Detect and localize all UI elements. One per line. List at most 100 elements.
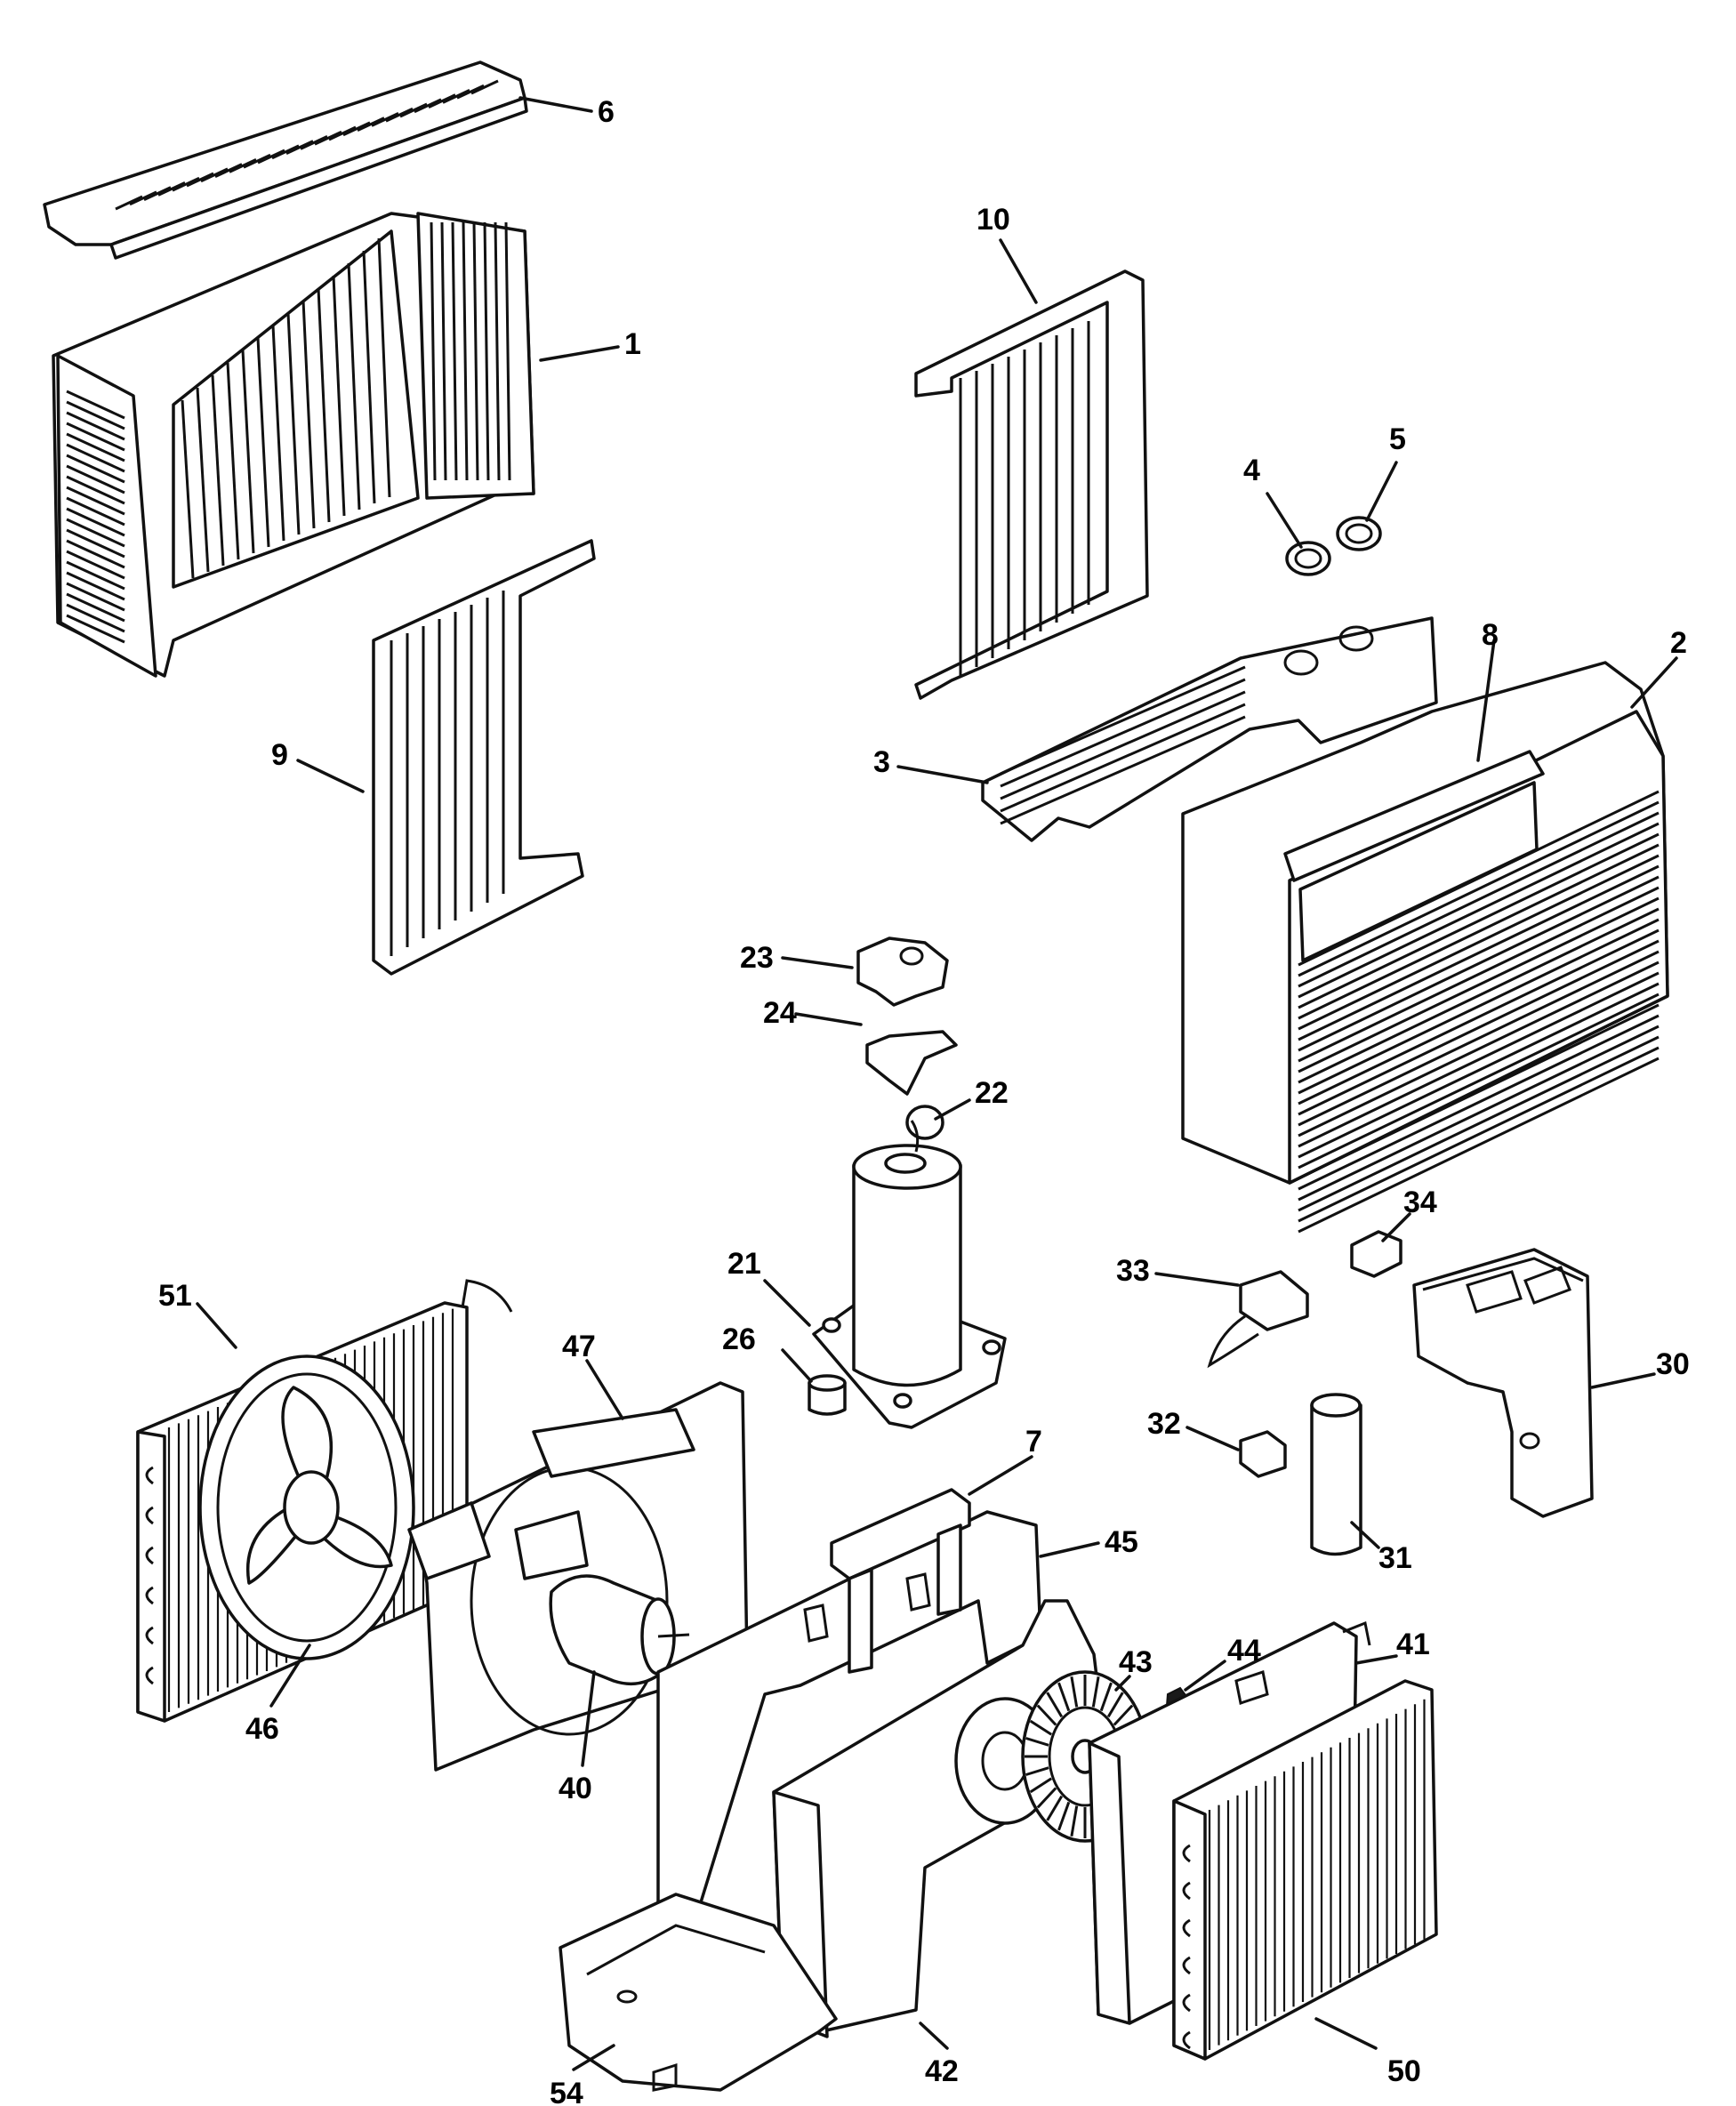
detail-line — [181, 399, 195, 579]
detail-line — [314, 130, 342, 146]
base-pan — [559, 1893, 838, 2092]
detail-line — [66, 603, 125, 633]
detail-line — [1298, 928, 1660, 1105]
detail-line — [66, 528, 125, 559]
detail-line — [1046, 1692, 1064, 1718]
detail-line — [257, 149, 285, 165]
callout-32: 32 — [1147, 1407, 1181, 1441]
detail-line — [66, 443, 125, 473]
callout-24: 24 — [763, 996, 797, 1030]
detail-line — [1298, 843, 1660, 1020]
callout-41: 41 — [1396, 1628, 1430, 1661]
callout-30: 30 — [1656, 1347, 1690, 1381]
detail-line — [1113, 1704, 1134, 1726]
side-curtain-right — [914, 269, 1149, 700]
detail-line — [241, 350, 255, 554]
detail-line — [66, 454, 125, 484]
detail-line — [1298, 982, 1660, 1159]
detail-line — [1036, 1787, 1057, 1809]
electrical-parts — [1207, 1230, 1402, 1556]
coil-bend — [145, 1546, 154, 1565]
detail-line — [66, 592, 125, 623]
front-cover — [1181, 661, 1669, 1234]
side-curtain-left — [372, 539, 596, 976]
top-grille-cover — [43, 60, 528, 260]
detail-line — [1298, 811, 1660, 988]
detail-line — [1298, 950, 1660, 1127]
detail-line — [1029, 1719, 1053, 1736]
detail-line — [470, 79, 499, 95]
detail-line — [1298, 864, 1660, 1041]
detail-line — [66, 390, 125, 420]
detail-line — [66, 518, 125, 548]
detail-line — [428, 93, 456, 109]
coil-bend — [1182, 1881, 1191, 1901]
callout-leaders — [196, 96, 1678, 2071]
detail-line — [1057, 1801, 1071, 1831]
control-box — [1412, 1248, 1594, 1518]
callout-6: 6 — [598, 95, 615, 129]
detail-line — [1298, 1046, 1660, 1223]
callout-3: 3 — [873, 745, 890, 779]
detail-line — [66, 422, 125, 452]
detail-line — [1298, 886, 1660, 1063]
fan-motor — [549, 1574, 690, 1686]
detail-line — [1298, 854, 1660, 1031]
handle-bracket — [830, 1488, 971, 1674]
detail-line — [362, 250, 376, 504]
detail-line — [494, 221, 501, 481]
callout-47: 47 — [562, 1330, 596, 1363]
callout-4: 4 — [1243, 454, 1260, 487]
detail-line — [1000, 703, 1246, 813]
coil-bend — [145, 1466, 154, 1485]
detail-line — [66, 432, 125, 462]
detail-line — [442, 89, 470, 104]
coil-bend — [1182, 1844, 1191, 1863]
detail-line — [1298, 875, 1660, 1052]
detail-line — [1298, 1014, 1660, 1191]
detail-line — [357, 117, 385, 132]
detail-line — [1298, 832, 1660, 1009]
detail-line — [226, 362, 240, 560]
detail-line — [66, 507, 125, 537]
callout-40: 40 — [559, 1772, 592, 1805]
detail-line — [285, 140, 314, 155]
detail-line — [414, 98, 442, 114]
coil-bend — [145, 1666, 154, 1685]
detail-line — [200, 167, 229, 183]
detail-line — [1298, 971, 1660, 1148]
control-panel — [981, 616, 1438, 842]
detail-line — [1036, 1704, 1057, 1726]
detail-line — [1099, 1682, 1113, 1712]
callout-21: 21 — [727, 1247, 761, 1281]
detail-line — [377, 237, 391, 498]
detail-line — [211, 374, 225, 567]
detail-line — [143, 186, 172, 201]
callout-54: 54 — [550, 2077, 583, 2106]
detail-line — [286, 312, 301, 535]
callout-10: 10 — [976, 203, 1010, 237]
detail-line — [129, 190, 157, 206]
callout-labels: 6 1 10 4 5 8 2 3 9 23 24 22 21 26 34 33 … — [158, 95, 1690, 2106]
callout-50: 50 — [1387, 2054, 1421, 2088]
callout-8: 8 — [1482, 618, 1499, 652]
detail-line — [66, 411, 125, 441]
detail-line — [1298, 993, 1660, 1170]
detail-line — [332, 275, 346, 517]
detail-line — [399, 102, 428, 118]
detail-line — [472, 221, 479, 481]
detail-line — [462, 221, 469, 481]
detail-line — [256, 337, 270, 548]
callout-7: 7 — [1025, 1425, 1042, 1459]
detail-line — [66, 539, 125, 569]
detail-line — [157, 181, 186, 197]
detail-line — [504, 221, 511, 481]
detail-line — [1298, 1035, 1660, 1212]
detail-line — [115, 195, 143, 211]
detail-line — [301, 300, 316, 529]
evaporator-coil — [1172, 1679, 1438, 2061]
detail-line — [430, 221, 437, 481]
detail-line — [440, 221, 447, 481]
grommet — [808, 1374, 847, 1416]
detail-line — [371, 112, 399, 127]
